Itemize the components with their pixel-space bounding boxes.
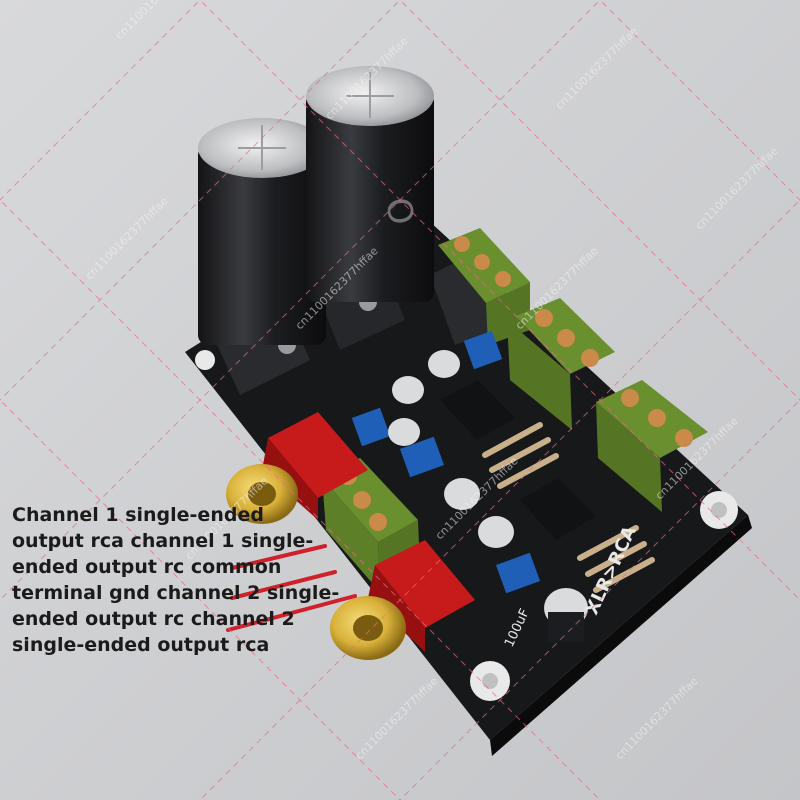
screw-terminal [507, 298, 615, 430]
screw-terminal [438, 228, 530, 345]
capacitor [198, 118, 326, 345]
resistor [482, 422, 655, 593]
mounting-hole [195, 350, 738, 701]
rca-jack [226, 412, 368, 524]
overlay-caption: Channel 1 single-ended output rca channe… [12, 504, 340, 656]
rca-jack [330, 540, 475, 660]
trimmer-potentiometer [351, 330, 541, 594]
pointer-lines [226, 544, 357, 632]
pcb-board-edge [490, 515, 752, 756]
capacitor: O [306, 66, 434, 302]
capacitor [388, 350, 588, 642]
pcb-board [185, 208, 748, 740]
op-amp-chip [440, 380, 596, 540]
screw-terminal [596, 380, 708, 512]
